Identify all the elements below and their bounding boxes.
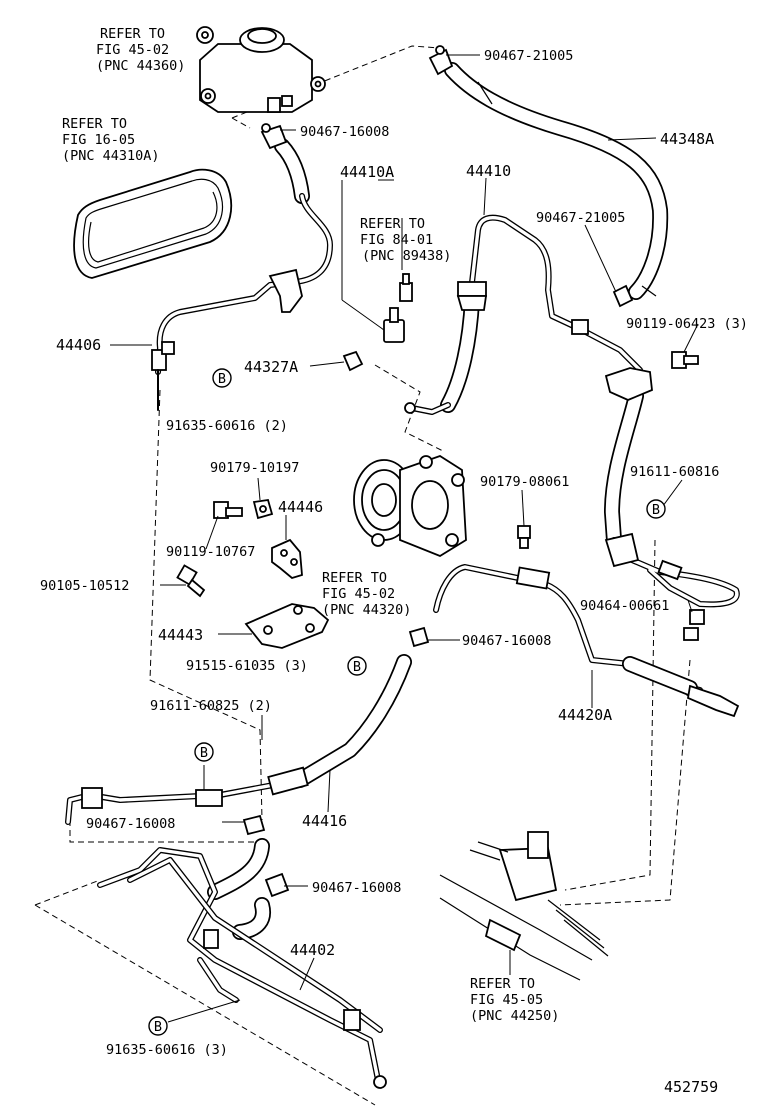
- callout-b-4: B: [194, 742, 214, 762]
- label-44406: 44406: [56, 336, 101, 354]
- label-44416: 44416: [302, 812, 347, 830]
- label-90467-16008-bottom: 90467-16008: [312, 880, 401, 896]
- label-91611-60816: 91611-60816: [630, 464, 719, 480]
- ref-fig-45-02-pump: REFER TO FIG 45-02 (PNC 44320): [322, 570, 411, 618]
- ref-line-2: FIG 84-01: [360, 232, 433, 248]
- ref-line-2: FIG 45-05: [470, 992, 543, 1008]
- clamp-90467-21005-top: [428, 45, 454, 76]
- ref-fig-45-05-rack: REFER TO FIG 45-05 (PNC 44250): [470, 976, 559, 1024]
- ref-line-3: (PNC 44360): [96, 58, 185, 74]
- drive-belt: [73, 168, 233, 279]
- callout-b-2: B: [646, 499, 666, 519]
- nut-90179-10197: [252, 498, 274, 520]
- ref-fig-84-01-switch: REFER TO FIG 84-01 (PNC 89438): [360, 216, 451, 264]
- ref-line-1: REFER TO: [100, 26, 165, 42]
- bracket-44443: [244, 603, 330, 649]
- label-44348A: 44348A: [660, 130, 714, 148]
- callout-b-5-letter: B: [154, 1019, 162, 1035]
- label-90105-10512: 90105-10512: [40, 578, 129, 594]
- callout-b-5: B: [148, 1016, 168, 1036]
- label-44327A: 44327A: [244, 358, 298, 376]
- ref-line-3: (PNC 44250): [470, 1008, 559, 1024]
- clamp-90464-00661: [683, 609, 705, 641]
- clamp-90467-21005-mid: [612, 284, 634, 308]
- bolt-90119-10767: [213, 501, 243, 519]
- cooler-pipe-44402: [97, 838, 387, 1089]
- callout-b-1-letter: B: [218, 371, 226, 387]
- label-90179-10197: 90179-10197: [210, 460, 299, 476]
- label-90467-21005-mid: 90467-21005: [536, 210, 625, 226]
- clamp-90467-16008-mid: [408, 626, 430, 648]
- clip-44327A: [342, 350, 364, 372]
- label-90467-21005-top: 90467-21005: [484, 48, 573, 64]
- clamp-90467-16008-bottom: [264, 872, 290, 898]
- label-90179-08061: 90179-08061: [480, 474, 569, 490]
- ref-line-2: FIG 16-05: [62, 132, 135, 148]
- ref-line-1: REFER TO: [470, 976, 535, 992]
- return-hose-right: [604, 367, 740, 608]
- label-90467-16008-lower: 90467-16008: [86, 816, 175, 832]
- label-91635-60616-2: 91635-60616 (2): [166, 418, 288, 434]
- ref-line-3: (PNC 44320): [322, 602, 411, 618]
- label-91515-61035: 91515-61035 (3): [186, 658, 308, 674]
- ref-line-2: FIG 45-02: [96, 42, 169, 58]
- label-90464-00661: 90464-00661: [580, 598, 669, 614]
- hose-44410: [404, 214, 643, 415]
- pressure-switch-44410A: [383, 273, 413, 343]
- ref-fig-16-05-belt: REFER TO FIG 16-05 (PNC 44310A): [62, 116, 160, 164]
- part-labels: 90467-21005 44348A 90467-16008 44410A 44…: [40, 48, 748, 1096]
- pipe-44406: [151, 138, 333, 411]
- leader-lines: [110, 54, 699, 1023]
- label-90119-06423: 90119-06423 (3): [626, 316, 748, 332]
- callout-b-3: B: [347, 656, 367, 676]
- callout-b-3-letter: B: [353, 659, 361, 675]
- callout-b-4-letter: B: [200, 745, 208, 761]
- ref-line-1: REFER TO: [360, 216, 425, 232]
- bolt-90105-10512: [176, 564, 206, 598]
- label-44446: 44446: [278, 498, 323, 516]
- bolt-90179-08061: [517, 525, 531, 549]
- label-90467-16008-mid: 90467-16008: [462, 633, 551, 649]
- diagram-number: 452759: [664, 1078, 718, 1096]
- ref-line-3: (PNC 89438): [362, 248, 451, 264]
- steering-rack: [439, 831, 609, 981]
- clamp-90467-16008-lower: [242, 814, 266, 836]
- ref-line-2: FIG 45-02: [322, 586, 395, 602]
- label-44410: 44410: [466, 162, 511, 180]
- clamp-90467-16008-top: [260, 123, 288, 150]
- label-91611-60825: 91611-60825 (2): [150, 698, 272, 714]
- power-steering-pump: [353, 455, 467, 558]
- ref-fig-45-02-reservoir: REFER TO FIG 45-02 (PNC 44360): [96, 26, 185, 74]
- ref-line-3: (PNC 44310A): [62, 148, 160, 164]
- callout-b-2-letter: B: [652, 502, 660, 518]
- hose-44416: [65, 654, 412, 825]
- label-90467-16008-top: 90467-16008: [300, 124, 389, 140]
- bolt-90119-06423: [671, 351, 699, 369]
- ref-line-1: REFER TO: [62, 116, 127, 132]
- ref-line-1: REFER TO: [322, 570, 387, 586]
- label-44443: 44443: [158, 626, 203, 644]
- callout-b-1: B: [212, 368, 232, 388]
- label-90119-10767: 90119-10767: [166, 544, 255, 560]
- label-44420A: 44420A: [558, 706, 612, 724]
- label-91635-60616-3: 91635-60616 (3): [106, 1042, 228, 1058]
- pipe-44420A: [433, 564, 740, 718]
- reservoir-tank: [196, 26, 326, 113]
- label-44402: 44402: [290, 941, 335, 959]
- bracket-44446: [271, 538, 303, 580]
- label-44410A: 44410A: [340, 163, 394, 181]
- hose-44348A: [444, 62, 669, 300]
